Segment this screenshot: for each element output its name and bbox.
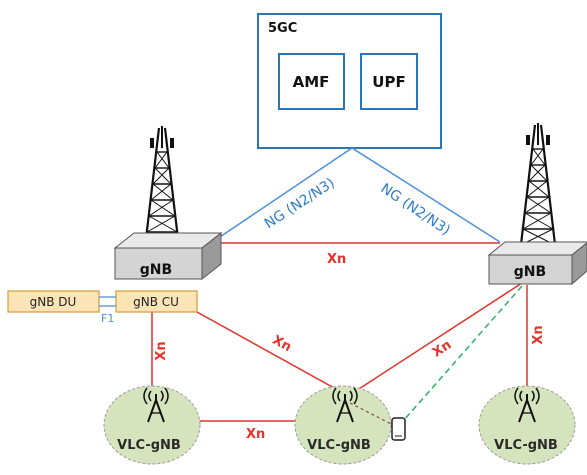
gnb-left-label: gNB — [140, 262, 172, 278]
gnb-cu-box — [115, 290, 198, 313]
tower-icon — [518, 121, 558, 255]
amf-label: AMF — [293, 73, 330, 91]
vlc-gnb-label: VLC-gNB — [494, 438, 558, 453]
vlc-gnb-1: VLC-gNB — [103, 385, 201, 465]
ue-connection-line — [349, 402, 396, 427]
f1-label: F1 — [101, 312, 114, 325]
vlc-gnb-2: VLC-gNB — [294, 385, 396, 465]
ng-label-right: NG (N2/N3) — [378, 181, 453, 239]
vlc-coverage-area — [294, 385, 392, 465]
xn-label-diagonal-left: Xn — [270, 333, 294, 355]
gnb-du-label: gNB DU — [30, 295, 77, 309]
vlc-gnb-label: VLC-gNB — [307, 438, 371, 453]
smartphone-icon — [391, 417, 406, 441]
xn-label-top: Xn — [327, 252, 346, 267]
gnb-right-label: gNB — [514, 264, 546, 280]
gnb-left: gNB — [113, 124, 223, 281]
ng-link-right — [351, 147, 501, 243]
xn-label-left-vertical: Xn — [154, 341, 169, 360]
amf-box — [278, 53, 345, 110]
xn-label-right-vertical: Xn — [531, 325, 546, 344]
upf-box — [360, 53, 418, 110]
xn-link-cu-vlc2 — [196, 311, 346, 395]
xn-link-gnb-vlc2 — [344, 282, 523, 399]
gnb-box-front — [114, 247, 203, 280]
xn-label-bottom: Xn — [246, 427, 265, 442]
vlc-coverage-area — [478, 385, 576, 465]
gnb-du-box — [7, 290, 100, 313]
gnb-cu-label: gNB CU — [133, 295, 179, 309]
gnb-right: gNB — [487, 121, 587, 286]
gnb-box-top — [487, 241, 587, 256]
vlc-gnb-label: VLC-gNB — [117, 438, 181, 453]
gnb-box-front — [488, 254, 573, 285]
core-network-title: 5GC — [268, 21, 297, 36]
upf-label: UPF — [372, 73, 405, 91]
core-network: 5GC AMF UPF — [257, 13, 442, 149]
vlc-coverage-area — [103, 385, 201, 465]
vlc-gnb-3: VLC-gNB — [478, 385, 576, 465]
ng-link-left — [204, 147, 353, 248]
